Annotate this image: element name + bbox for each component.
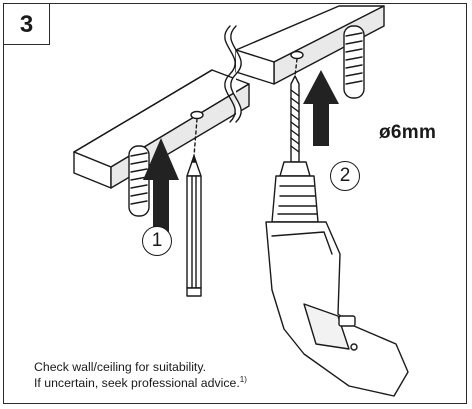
drill-icon	[265, 161, 409, 397]
assembly-illustration	[73, 5, 409, 397]
break-line	[230, 25, 242, 123]
arrow-up-left-icon	[143, 138, 179, 248]
step-number: 3	[4, 4, 50, 45]
note-line-1: Check wall/ceiling for suitability.	[34, 360, 206, 374]
drill-bit-icon	[290, 75, 300, 163]
pencil-icon	[186, 155, 202, 297]
note-line-2-text: If uncertain, seek professional advice.	[34, 375, 240, 390]
wall-plug-right-icon	[343, 25, 365, 99]
step-marker-2: 2	[330, 161, 360, 191]
hole-right	[290, 50, 304, 60]
instruction-panel: 3 ø6mm 1 2 Check wall/ceiling for suitab…	[3, 3, 467, 404]
note-line-2: If uncertain, seek professional advice.1…	[34, 374, 247, 392]
safety-note: Check wall/ceiling for suitability. If u…	[34, 360, 247, 391]
drill-size-label: ø6mm	[379, 122, 437, 143]
hole-left	[190, 110, 204, 120]
wall-plug-left-icon	[128, 145, 150, 217]
arrow-up-right-icon	[303, 70, 339, 146]
step-marker-1: 1	[142, 226, 172, 256]
footnote-ref: 1)	[239, 374, 247, 384]
